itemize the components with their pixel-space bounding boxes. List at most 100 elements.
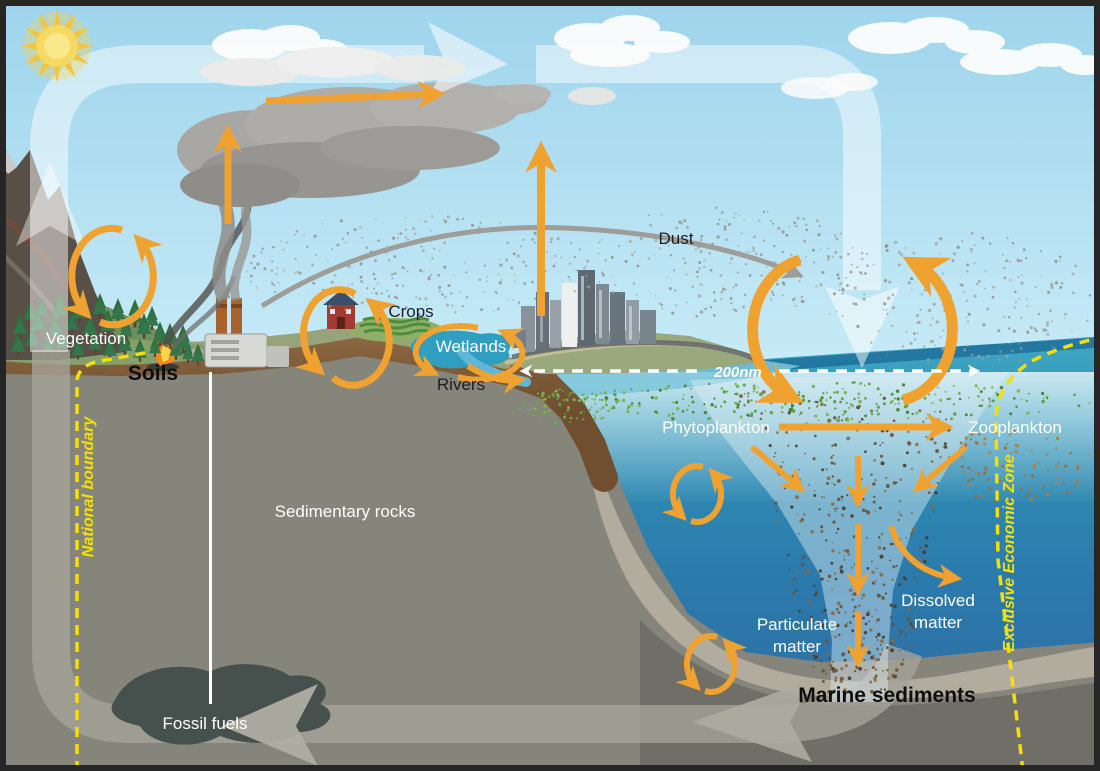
particle-dot xyxy=(974,244,976,246)
particle-dot xyxy=(621,398,626,403)
particle-dot xyxy=(885,484,890,488)
particle-dot xyxy=(844,664,848,668)
particle-dot xyxy=(601,416,605,420)
particle-dot xyxy=(889,616,893,619)
particle-dot xyxy=(626,409,630,414)
particle-dot xyxy=(496,307,500,311)
particle-dot xyxy=(853,397,856,401)
particle-dot xyxy=(610,275,612,278)
particle-dot xyxy=(843,658,847,662)
particle-dot xyxy=(988,486,992,491)
particle-dot xyxy=(984,270,987,273)
particle-dot xyxy=(377,239,380,242)
particle-dot xyxy=(1045,453,1049,457)
particle-dot xyxy=(867,382,871,386)
particle-dot xyxy=(962,470,965,473)
particle-dot xyxy=(791,408,796,413)
particle-dot xyxy=(1046,321,1050,325)
particle-dot xyxy=(556,397,559,400)
particle-dot xyxy=(372,272,376,276)
particle-dot xyxy=(696,275,699,278)
particle-dot xyxy=(819,659,823,663)
particle-dot xyxy=(885,476,888,480)
particle-dot xyxy=(271,260,274,263)
particle-dot xyxy=(870,341,873,344)
particle-dot xyxy=(690,388,692,390)
particle-dot xyxy=(899,478,902,481)
particle-dot xyxy=(998,350,1003,354)
particle-dot xyxy=(512,298,515,301)
particle-dot xyxy=(833,234,837,237)
particle-dot xyxy=(840,565,844,568)
particle-dot xyxy=(451,304,454,307)
particle-dot xyxy=(682,398,685,400)
particle-dot xyxy=(837,611,841,614)
particle-dot xyxy=(845,284,849,287)
particle-dot xyxy=(850,566,853,569)
particle-dot xyxy=(633,250,636,253)
particle-dot xyxy=(752,387,756,391)
particle-dot xyxy=(554,420,558,425)
particle-dot xyxy=(862,498,865,501)
particle-dot xyxy=(946,397,949,401)
particle-dot xyxy=(699,283,702,285)
particle-dot xyxy=(822,611,824,613)
particle-dot xyxy=(991,386,994,389)
particle-dot xyxy=(864,414,868,418)
particle-dot xyxy=(499,222,502,224)
particle-dot xyxy=(824,403,827,407)
particle-dot xyxy=(798,401,802,405)
particle-dot xyxy=(506,241,509,244)
particle-dot xyxy=(1076,464,1080,468)
particle-dot xyxy=(604,396,608,400)
particle-dot xyxy=(891,324,894,328)
particle-dot xyxy=(401,265,404,269)
particle-dot xyxy=(582,418,585,421)
particle-dot xyxy=(1073,393,1076,397)
particle-dot xyxy=(1026,411,1030,415)
particle-dot xyxy=(890,399,894,403)
particle-dot xyxy=(334,274,337,277)
chimney xyxy=(216,298,227,336)
particle-dot xyxy=(878,536,881,539)
particle-dot xyxy=(960,465,964,469)
particle-dot xyxy=(800,295,804,299)
particle-dot xyxy=(836,507,839,510)
particle-dot xyxy=(433,247,436,250)
particle-dot xyxy=(902,345,904,348)
particle-dot xyxy=(843,558,846,561)
particle-dot xyxy=(597,286,600,290)
particle-dot xyxy=(831,444,834,447)
particle-dot xyxy=(813,490,816,492)
particle-dot xyxy=(583,267,586,270)
particle-dot xyxy=(790,581,793,583)
particle-dot xyxy=(884,592,888,595)
particle-dot xyxy=(813,584,816,587)
particle-dot xyxy=(818,398,823,403)
particle-dot xyxy=(306,245,309,249)
particle-dot xyxy=(738,400,741,403)
particle-dot xyxy=(1020,347,1023,350)
particle-dot xyxy=(967,346,969,348)
particle-dot xyxy=(904,633,907,636)
particle-dot xyxy=(1059,285,1063,289)
particle-dot xyxy=(830,461,834,465)
particle-dot xyxy=(759,417,763,421)
particle-dot xyxy=(1001,464,1005,468)
particle-dot xyxy=(776,431,779,434)
particle-dot xyxy=(1051,320,1054,323)
particle-dot xyxy=(894,397,896,400)
particle-dot xyxy=(974,384,978,388)
particle-dot xyxy=(814,414,818,418)
particle-dot xyxy=(812,457,816,461)
particle-dot xyxy=(788,408,793,412)
particle-dot xyxy=(880,533,884,536)
particle-dot xyxy=(681,410,685,413)
particle-dot xyxy=(901,383,906,387)
particle-dot xyxy=(974,494,978,498)
particle-dot xyxy=(930,460,934,463)
particle-dot xyxy=(331,248,334,251)
particle-dot xyxy=(874,657,879,662)
particle-dot xyxy=(960,456,964,460)
particle-dot xyxy=(877,329,880,332)
